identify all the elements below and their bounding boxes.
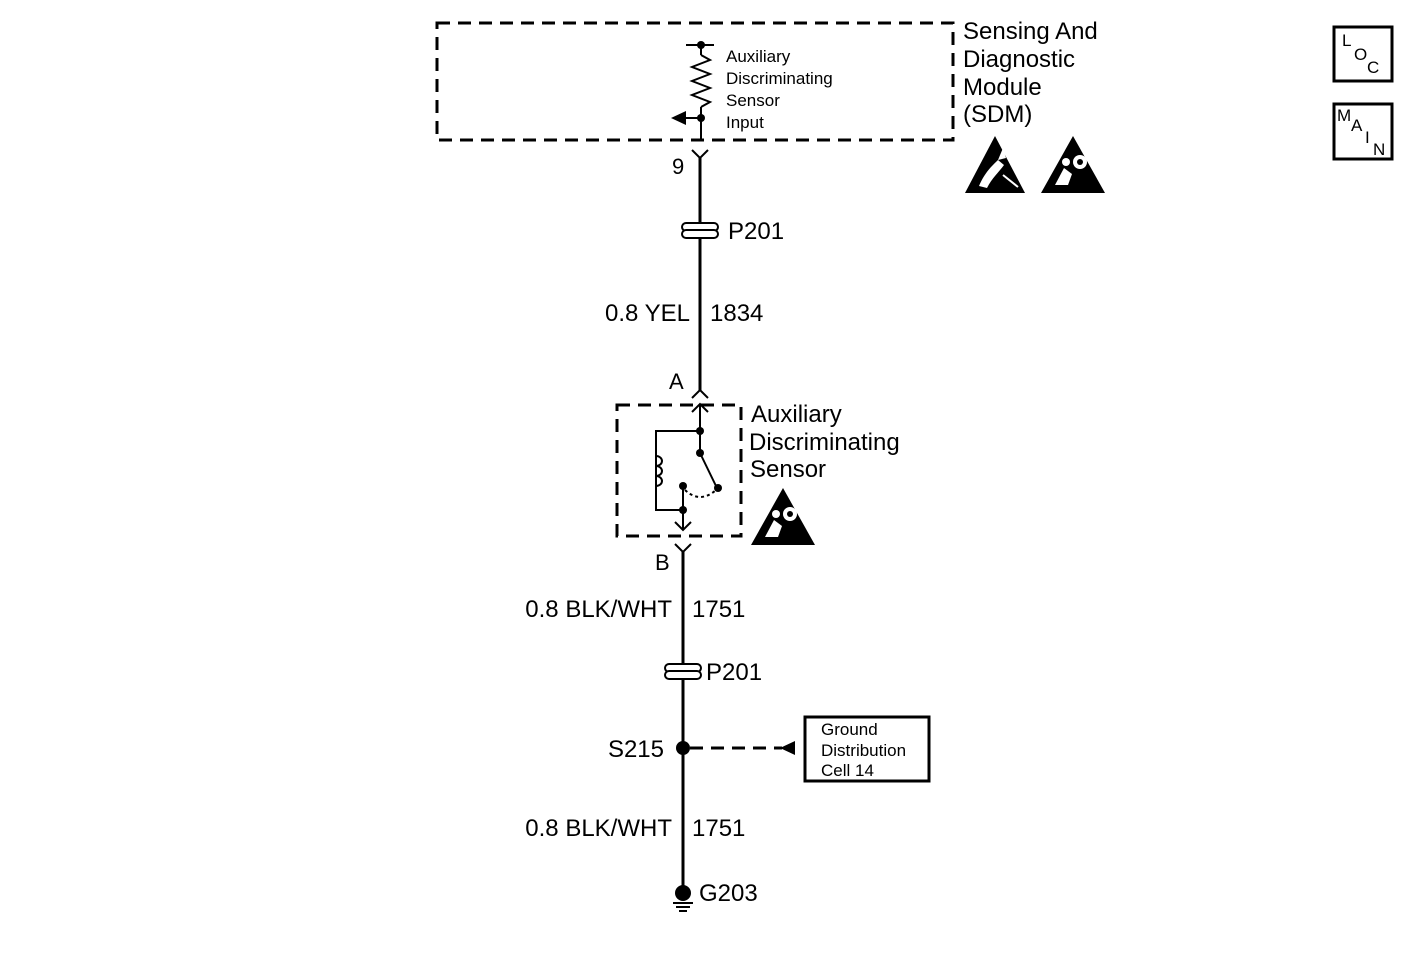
sdm-input-label-4: Input <box>726 113 764 132</box>
connector-top-label: P201 <box>728 218 784 245</box>
coil-icon <box>655 455 663 487</box>
loc-button[interactable]: L O C <box>1332 25 1394 83</box>
resistor-icon <box>689 54 713 108</box>
loc-letter-c: C <box>1367 58 1379 77</box>
loc-letter-o: O <box>1354 45 1367 64</box>
terminal-chevron-icon <box>691 388 709 399</box>
main-button[interactable]: M A I N <box>1332 102 1394 161</box>
ground-symbol-icon <box>673 885 693 912</box>
sensor-title-3: Sensor <box>750 456 826 483</box>
ground-ref-line-2: Distribution <box>821 741 906 760</box>
main-letter-m: M <box>1337 106 1351 125</box>
sensor-title-1: Auxiliary <box>751 401 842 428</box>
sensor-boundary <box>615 403 743 538</box>
airbag-system-icon <box>751 488 815 545</box>
sdm-input-label-2: Discriminating <box>726 69 833 88</box>
ground-ref-line-1: Ground <box>821 720 878 739</box>
ground-label: G203 <box>699 880 758 907</box>
ground-ref-line-3: Cell 14 <box>821 761 874 780</box>
ground-distribution-ref[interactable]: Ground Distribution Cell 14 <box>803 715 931 783</box>
splice-dot <box>676 741 690 755</box>
sdm-title-3: Module <box>963 74 1042 101</box>
main-letter-i: I <box>1365 128 1370 147</box>
sdm-title-4: (SDM) <box>963 101 1032 128</box>
sdm-input-label-1: Auxiliary <box>726 47 791 66</box>
sensor-pin-b: B <box>655 550 670 575</box>
wire-top-gauge: 0.8 YEL <box>605 300 690 327</box>
wire-bottom-gauge: 0.8 BLK/WHT <box>525 815 672 842</box>
sensor-title-2: Discriminating <box>749 429 900 456</box>
wire-mid-gauge: 0.8 BLK/WHT <box>525 596 672 623</box>
wire-mid-circuit: 1751 <box>692 596 745 623</box>
airbag-system-icon <box>1041 136 1105 193</box>
sensor-component: A B Auxiliary Discriminating Sensor <box>615 369 900 575</box>
main-letter-n: N <box>1373 140 1385 159</box>
sdm-title-2: Diagnostic <box>963 46 1075 73</box>
main-letter-a: A <box>1351 116 1363 135</box>
arrow-left-icon <box>671 111 686 125</box>
sdm-module: Auxiliary Discriminating Sensor Input 9 … <box>435 18 1098 179</box>
connector-p201-bottom <box>664 663 702 680</box>
wire-bottom-circuit: 1751 <box>692 815 745 842</box>
sdm-pin-label: 9 <box>672 154 684 179</box>
terminal-chevron-icon <box>691 149 709 160</box>
esd-sensitive-icon <box>965 136 1025 193</box>
loc-letter-l: L <box>1342 31 1351 50</box>
sdm-input-label-3: Sensor <box>726 91 780 110</box>
connector-p201-top <box>681 222 719 239</box>
arrow-left-icon <box>780 741 795 755</box>
sdm-title-1: Sensing And <box>963 18 1098 45</box>
splice-label: S215 <box>608 736 664 763</box>
sdm-boundary <box>435 21 955 142</box>
wire-top-circuit: 1834 <box>710 300 763 327</box>
connector-bottom-label: P201 <box>706 659 762 686</box>
terminal-chevron-icon <box>674 543 692 554</box>
sensor-pin-a: A <box>669 369 684 394</box>
